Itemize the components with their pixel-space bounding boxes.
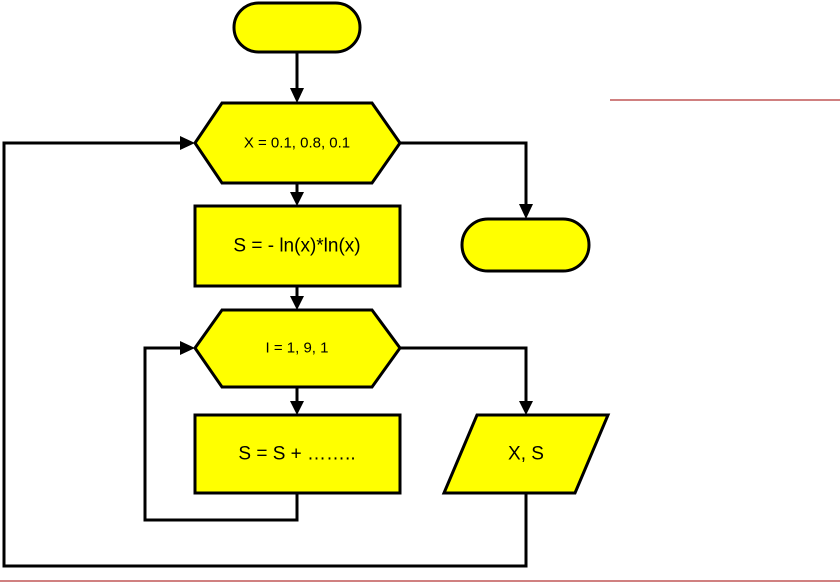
arrow-start-to-outer-loop — [290, 88, 304, 103]
outer-loop-label: X = 0.1, 0.8, 0.1 — [244, 135, 350, 152]
start-terminator — [232, 1, 362, 54]
end-terminator — [460, 217, 591, 273]
arrow-inner-to-sum — [290, 401, 304, 415]
arrow-inner-exit-to-output — [519, 401, 533, 415]
connector-inner-exit-to-output — [400, 346, 528, 403]
connector-outer-loop-back — [2, 141, 528, 568]
connector-inner-loop-back — [143, 346, 299, 522]
init-process-label: S = - ln(x)*ln(x) — [233, 236, 360, 257]
inner-loop-label: I = 1, 9, 1 — [266, 340, 329, 357]
output-parallelogram: X, S — [441, 413, 611, 495]
inner-loop-hexagon: I = 1, 9, 1 — [193, 308, 402, 389]
sum-process-box: S = S + …….. — [193, 413, 402, 495]
connectors — [2, 52, 533, 568]
output-label: X, S — [508, 444, 544, 465]
arrow-init-to-inner — [290, 296, 304, 310]
arrow-outer-loop-back — [180, 136, 195, 150]
outer-loop-hexagon: X = 0.1, 0.8, 0.1 — [193, 101, 402, 185]
arrow-outer-to-init — [290, 192, 304, 206]
arrow-inner-loop-back — [180, 341, 195, 355]
sum-process-label: S = S + …….. — [238, 444, 355, 465]
connector-outer-exit-to-end — [400, 141, 528, 206]
arrow-outer-exit-to-end — [519, 204, 533, 219]
init-process-box: S = - ln(x)*ln(x) — [193, 204, 402, 288]
